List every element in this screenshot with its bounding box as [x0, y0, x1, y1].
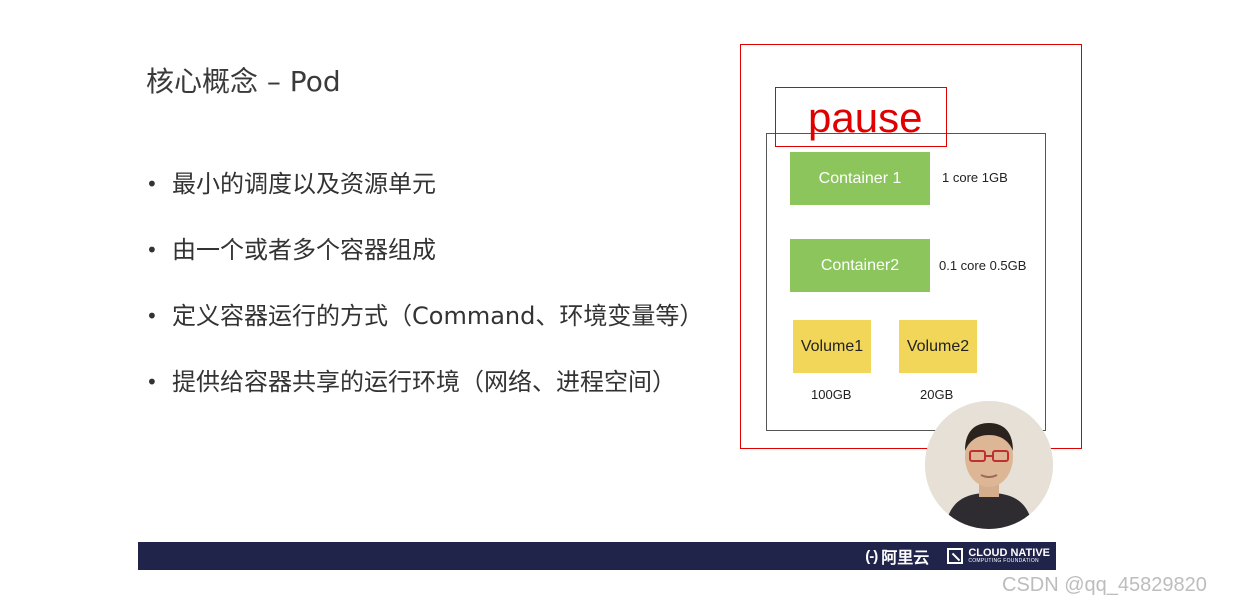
volume-1-size: 100GB — [811, 387, 852, 402]
bullet-dot: • — [146, 238, 158, 262]
volume-1-box: Volume1 — [793, 320, 871, 373]
footer-logos: (-) 阿里云 CLOUD NATIVE COMPUTING FOUNDATIO… — [865, 544, 1050, 568]
slide-title: 核心概念 – Pod — [146, 65, 341, 98]
cncf-logo-name: CLOUD NATIVE — [968, 547, 1050, 559]
cncf-logo-icon — [947, 548, 964, 564]
volume-1-label: Volume1 — [800, 337, 864, 355]
bullet-text: 定义容器运行的方式（Command、环境变量等） — [172, 302, 704, 330]
bullet-text: 提供给容器共享的运行环境（网络、进程空间） — [172, 368, 676, 396]
container-1-label: Container 1 — [818, 169, 902, 187]
bullet-dot: • — [146, 172, 158, 196]
bullet-dot: • — [146, 304, 158, 328]
container-2-box: Container2 — [790, 239, 930, 292]
volume-2-box: Volume2 — [899, 320, 977, 373]
presenter-avatar-icon — [925, 401, 1053, 529]
cncf-logo: CLOUD NATIVE COMPUTING FOUNDATION — [947, 548, 1050, 564]
container-2-label: Container2 — [820, 256, 900, 274]
aliyun-logo-text: 阿里云 — [881, 550, 930, 567]
container-2-resources: 0.1 core 0.5GB — [939, 258, 1027, 273]
csdn-watermark: CSDN @qq_45829820 — [1002, 574, 1207, 596]
bullet-dot: • — [146, 370, 158, 394]
aliyun-logo: (-) 阿里云 — [865, 544, 929, 568]
pause-annotation-box — [775, 87, 947, 147]
bullet-text: 由一个或者多个容器组成 — [172, 236, 436, 264]
container-1-resources: 1 core 1GB — [942, 170, 1008, 185]
pause-label: pause — [808, 94, 923, 141]
bullet-text: 最小的调度以及资源单元 — [172, 170, 436, 198]
footer-bar: (-) 阿里云 CLOUD NATIVE COMPUTING FOUNDATIO… — [138, 542, 1056, 570]
aliyun-logo-mark: (-) — [865, 547, 878, 565]
container-1-box: Container 1 — [790, 152, 930, 205]
cncf-logo-subtitle: COMPUTING FOUNDATION — [968, 558, 1039, 564]
volume-2-size: 20GB — [920, 387, 954, 402]
annotation-outer-box — [740, 44, 1082, 449]
volume-2-label: Volume2 — [906, 337, 970, 355]
